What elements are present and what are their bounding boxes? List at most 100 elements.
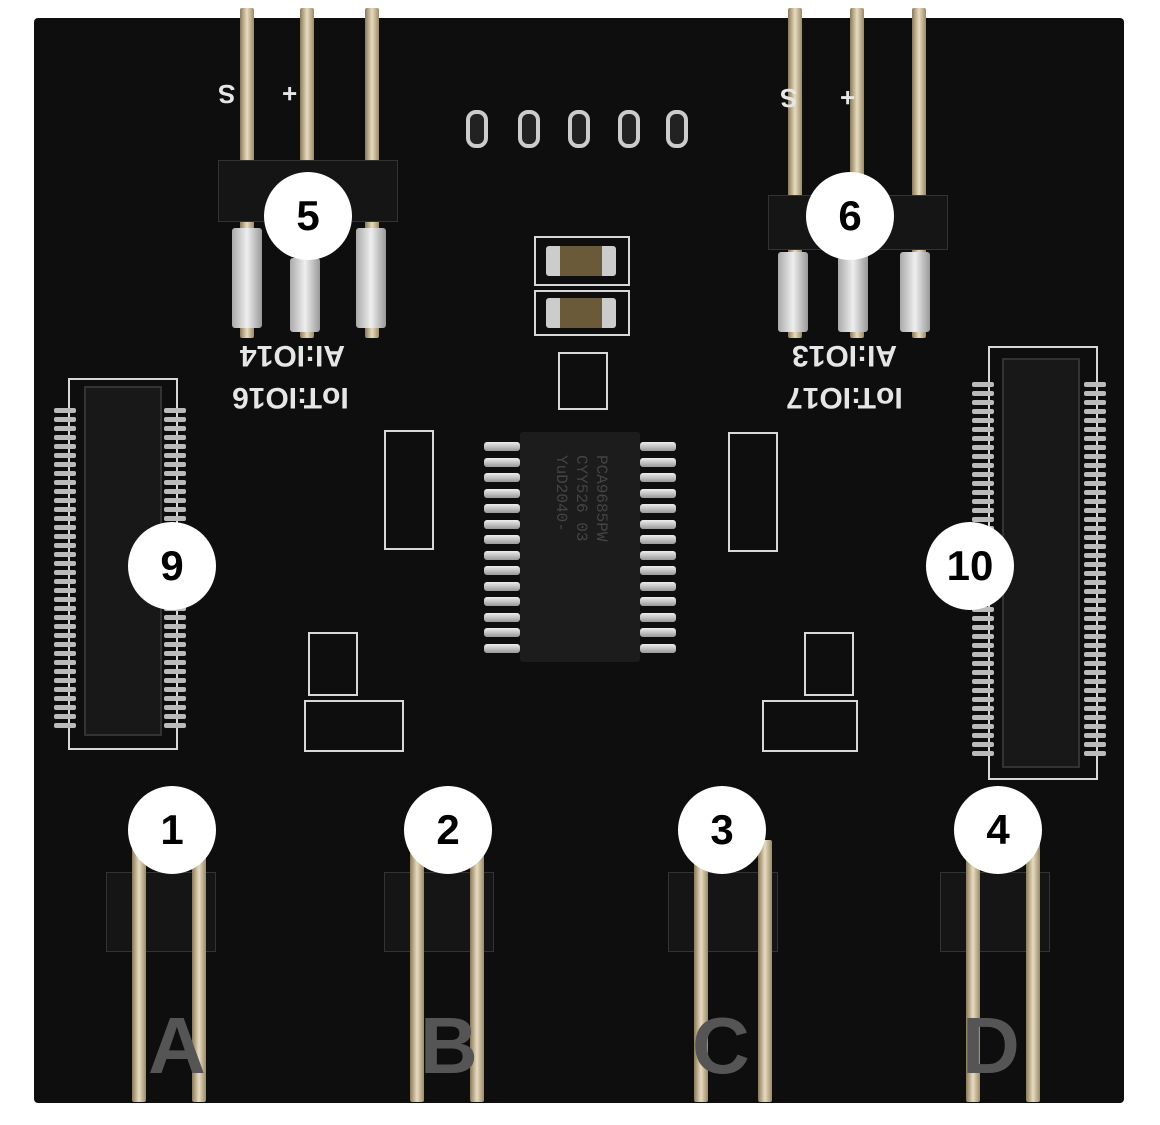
connector-pin: [1084, 553, 1106, 558]
callout-10: 10: [926, 522, 1014, 610]
header-pin: [758, 840, 772, 1102]
connector-pin: [972, 490, 994, 495]
chip-leg: [484, 597, 520, 606]
connector-pin: [972, 499, 994, 504]
connector-pin: [972, 670, 994, 675]
connector-pin: [164, 426, 186, 431]
connector-pin: [54, 525, 76, 530]
connector-pin: [1084, 715, 1106, 720]
silk-iot-io16: IoT:IO16: [232, 381, 349, 414]
silk-letter-b: B: [420, 1001, 478, 1090]
connector-pin: [972, 697, 994, 702]
pin-label-plus-right: +: [840, 83, 856, 113]
connector-pin: [54, 606, 76, 611]
header-pin: [132, 840, 146, 1102]
connector-pin: [1084, 580, 1106, 585]
connector-pin: [1084, 499, 1106, 504]
chip-leg: [484, 612, 520, 622]
connector-pin: [1084, 508, 1106, 513]
silk-ai-io14: AI:IO14: [240, 339, 346, 372]
silk-ai-io13: AI:IO13: [792, 339, 898, 372]
connector-pin: [972, 706, 994, 711]
connector-pin: [972, 463, 994, 468]
connector-pin: [54, 696, 76, 701]
connector-pin: [164, 516, 186, 521]
callout-6: 6: [806, 172, 894, 260]
chip-leg: [640, 643, 676, 653]
connector-pin: [972, 418, 994, 423]
connector-pin: [164, 705, 186, 710]
connector-pin: [164, 723, 186, 728]
connector-pin: [1084, 490, 1106, 495]
connector-pin: [54, 408, 76, 413]
connector-pin: [972, 436, 994, 441]
connector-pin: [54, 552, 76, 557]
pin-label-s-right: S: [780, 83, 798, 113]
header-pin: [1026, 840, 1040, 1102]
connector-pin: [1084, 589, 1106, 594]
chip-leg: [484, 457, 520, 467]
connector-pin: [164, 714, 186, 719]
chip-leg: [640, 566, 676, 575]
chip-leg: [484, 442, 520, 451]
chip-leg: [640, 535, 676, 544]
connector-pin: [972, 607, 994, 612]
connector-pin: [164, 696, 186, 701]
connector-pin: [54, 714, 76, 719]
silk-letter-c: C: [692, 1001, 750, 1090]
connector-pin: [54, 444, 76, 449]
chip-leg: [640, 488, 676, 498]
connector-pin: [54, 579, 76, 584]
connector-pin: [972, 445, 994, 450]
chip-leg: [640, 597, 676, 606]
header-pin: [694, 840, 708, 1102]
connector-pin: [54, 687, 76, 692]
connector-pin: [1084, 679, 1106, 684]
connector-pin: [972, 616, 994, 621]
connector-pin: [54, 633, 76, 638]
connector-pin: [54, 480, 76, 485]
connector-pin: [972, 391, 994, 396]
connector-pin: [972, 481, 994, 486]
connector-pin: [164, 471, 186, 476]
connector-pin: [972, 742, 994, 747]
connector-pin: [164, 615, 186, 620]
connector-pin: [972, 679, 994, 684]
chip-leg: [640, 612, 676, 622]
connector-pin: [1084, 643, 1106, 648]
connector-pin: [54, 471, 76, 476]
connector-pin: [972, 661, 994, 666]
connector-pin: [1084, 418, 1106, 423]
connector-pin: [1084, 517, 1106, 522]
pin-label-s-left: S: [218, 79, 236, 109]
connector-pin: [1084, 742, 1106, 747]
connector-pin: [1084, 661, 1106, 666]
connector-pin: [1084, 472, 1106, 477]
connector-pin: [972, 733, 994, 738]
connector-pin: [972, 643, 994, 648]
connector-pin: [54, 516, 76, 521]
chip-leg: [484, 488, 520, 498]
connector-pin: [54, 669, 76, 674]
chip-leg: [484, 504, 520, 513]
connector-pin: [54, 615, 76, 620]
connector-pin: [1084, 391, 1106, 396]
connector-pin: [1084, 607, 1106, 612]
header-pin: [410, 840, 424, 1102]
chip-leg: [484, 628, 520, 637]
connector-pin: [1084, 697, 1106, 702]
connector-pin: [54, 543, 76, 548]
connector-pin: [164, 498, 186, 503]
connector-pin: [164, 651, 186, 656]
connector-pin: [1084, 427, 1106, 432]
header-pin: [966, 840, 980, 1102]
chip-leg: [484, 473, 520, 482]
connector-pin: [1084, 544, 1106, 549]
header-pin: [192, 840, 206, 1102]
chip-leg: [640, 442, 676, 451]
connector-pin: [972, 688, 994, 693]
connector-pin: [1084, 670, 1106, 675]
callout-4: 4: [954, 786, 1042, 874]
connector-pin: [1084, 481, 1106, 486]
connector-pin: [972, 382, 994, 387]
